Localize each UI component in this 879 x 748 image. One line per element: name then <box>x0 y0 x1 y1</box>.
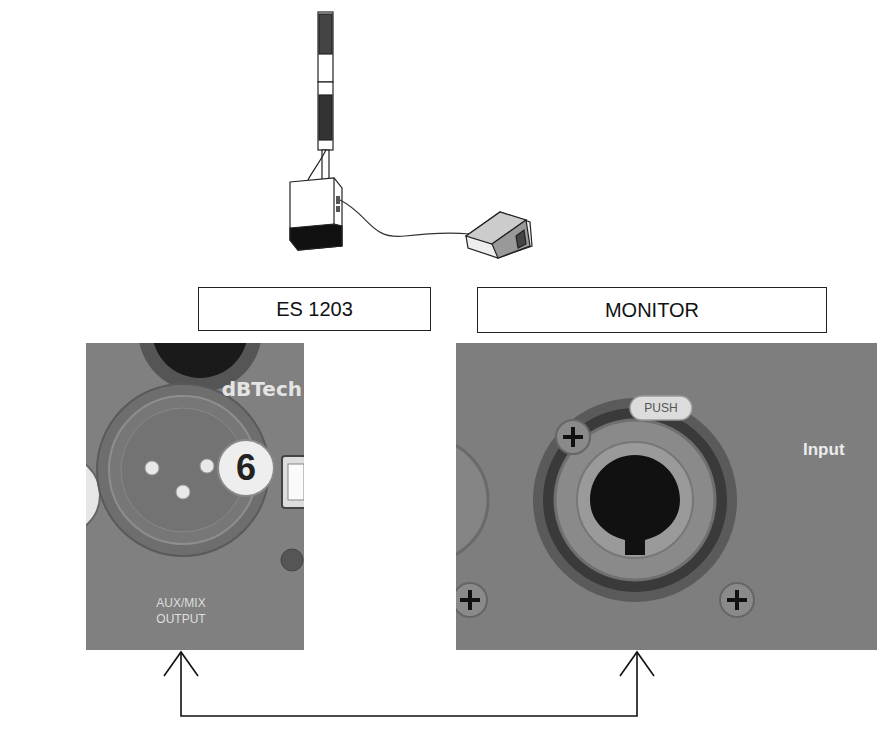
speaker-cable <box>340 200 470 236</box>
column-speaker <box>290 12 342 250</box>
brand-logo: dBTech <box>222 377 302 401</box>
input-label: Input <box>803 440 845 460</box>
connector-label: AUX/MIX OUTPUT <box>138 595 224 627</box>
box-label: ES 1203 <box>266 298 363 321</box>
connector-line <box>181 652 637 716</box>
arrowhead <box>620 652 654 676</box>
es1203-panel <box>86 343 304 650</box>
connector-panel: dBTech 6AUX/MIX OUTPUT <box>86 343 304 650</box>
mounting-screws <box>456 420 754 617</box>
floor-monitor <box>466 212 532 258</box>
connector-panel: PUSH Input <box>456 343 877 650</box>
signal-connector <box>164 652 654 716</box>
device-label-box: ES 1203 <box>198 287 431 331</box>
monitor-panel <box>456 343 877 650</box>
push-button-label: PUSH <box>644 401 677 415</box>
callout-number: 6 <box>236 447 256 489</box>
arrowhead <box>164 652 198 676</box>
box-label: MONITOR <box>595 299 709 322</box>
device-label-box: MONITOR <box>477 287 827 333</box>
